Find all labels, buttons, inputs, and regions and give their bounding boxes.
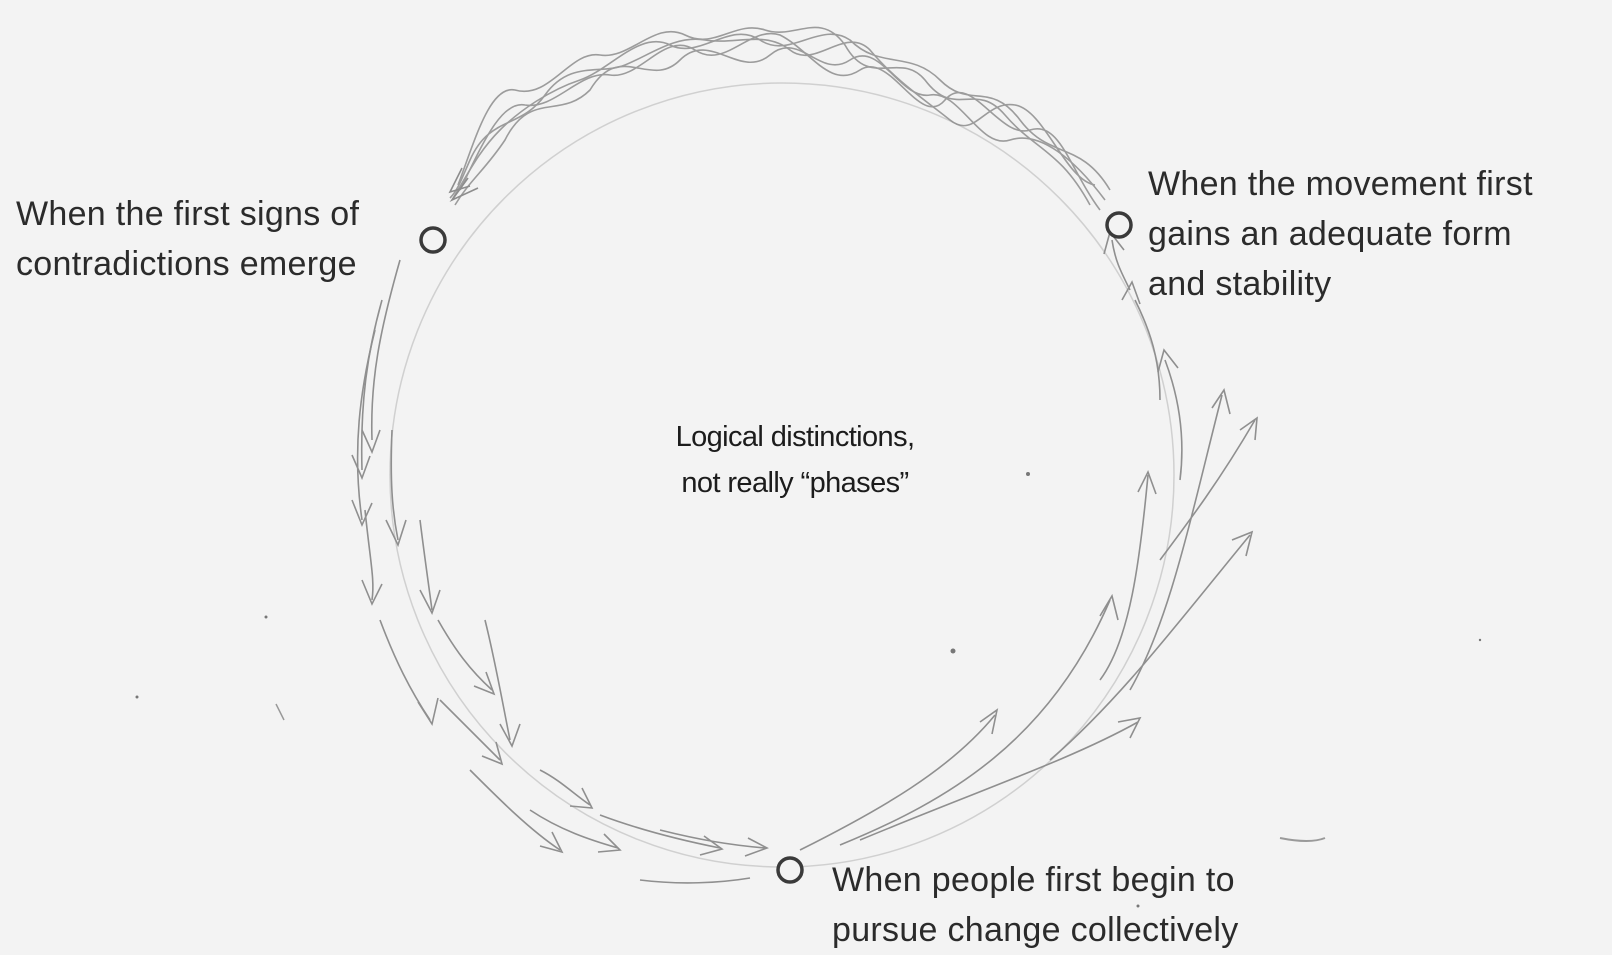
stray-tick xyxy=(275,703,285,721)
node-label-line: pursue change collectively xyxy=(832,911,1239,949)
paper-speckles xyxy=(135,472,1482,908)
node-label-line: contradictions emerge xyxy=(16,245,357,283)
node-label-contradictions: When the first signs of contradictions e… xyxy=(16,189,359,289)
node-label-collective: When people first begin to pursue change… xyxy=(832,855,1239,955)
center-note-line: Logical distinctions, xyxy=(675,421,915,453)
descending-arrows xyxy=(351,259,769,884)
node-label-stability: When the movement first gains an adequat… xyxy=(1148,159,1533,309)
ascending-arrows xyxy=(799,230,1258,851)
node-marker-stability xyxy=(1105,211,1133,239)
node-marker-contradictions xyxy=(419,226,447,254)
tangled-strands xyxy=(449,26,1111,211)
node-marker-collective xyxy=(776,856,804,884)
tangled-arrowheads xyxy=(448,167,479,203)
node-label-line: gains an adequate form xyxy=(1148,215,1512,253)
stray-mark xyxy=(1279,837,1326,842)
center-note: Logical distinctions, not really “phases… xyxy=(640,414,950,506)
node-label-line: When the first signs of xyxy=(16,195,360,233)
node-label-line: When people first begin to xyxy=(832,861,1235,899)
center-note-line: not really “phases” xyxy=(681,467,909,499)
node-label-line: and stability xyxy=(1148,265,1332,303)
node-label-line: When the movement first xyxy=(1148,165,1533,203)
